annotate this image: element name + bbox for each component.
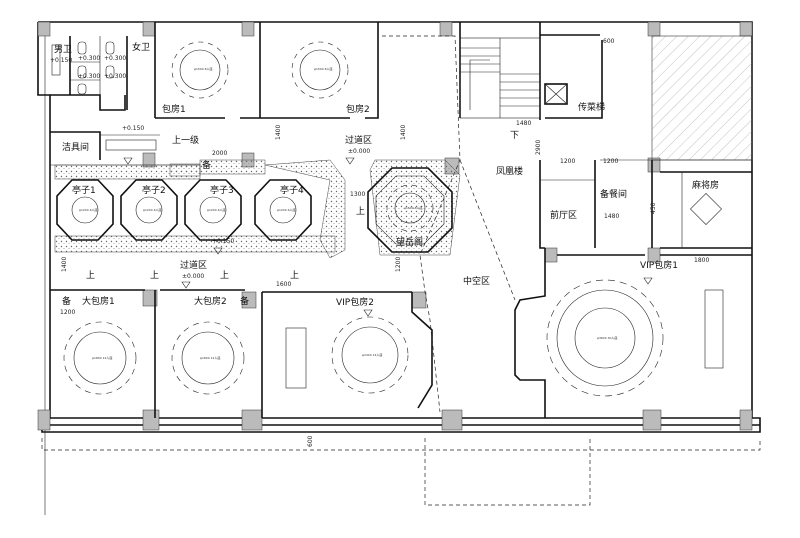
label-down: 下 — [510, 131, 519, 141]
label-private-room-1: 包房1 — [162, 103, 186, 115]
dim-1200-right: 1200 — [395, 257, 402, 272]
pavilions — [56, 167, 453, 253]
dimension-labels: 600 1400 1400 1480 2900 2000 1300 1200 1… — [60, 38, 709, 447]
label-large-room-2: 大包房2 — [194, 295, 227, 307]
label-dumbwaiter: 传菜梯 — [578, 101, 605, 113]
dim-1200-b: 1200 — [603, 158, 618, 165]
dim-1300: 1300 — [350, 191, 365, 198]
dim-1480-top: 1480 — [516, 120, 531, 127]
dim-1400-left: 1400 — [61, 257, 68, 272]
room-labels: 男卫 女卫 包房1 包房2 上一级 过道区 传菜梯 下 洁具间 备 亭子1 亭子… — [54, 41, 719, 308]
label-womens-wc: 女卫 — [132, 41, 150, 53]
note-table-pr1: φ1500 8人座 — [194, 66, 212, 71]
label-up-1: 上 — [86, 270, 95, 281]
table-notes: φ1500 8人座 φ1500 8人座 φ1200 6人座 φ1200 6人座 … — [79, 66, 617, 360]
label-passage-top: 过道区 — [345, 134, 372, 146]
label-pavilion-3: 亭子3 — [210, 184, 234, 196]
dim-2900: 2900 — [535, 140, 542, 155]
label-phoenix-tower: 凤凰楼 — [496, 165, 523, 177]
tables — [63, 41, 724, 397]
note-table-p2: φ1200 6人座 — [143, 207, 161, 212]
level-upper: +0.150 — [122, 125, 144, 132]
note-table-pr2: φ1500 8人座 — [314, 66, 332, 71]
label-wangyue-pavilion: 望岳阁 — [396, 236, 423, 248]
dim-600-bottom: 600 — [307, 435, 314, 447]
level-passage-top: ±0.000 — [348, 148, 370, 155]
interior-walls — [50, 22, 753, 418]
label-pavilion-4: 亭子4 — [280, 184, 304, 196]
label-large-room-1: 大包房1 — [82, 295, 115, 307]
note-table-vip2: φ2400 14人座 — [362, 352, 382, 357]
label-private-room-2: 包房2 — [346, 103, 370, 115]
dim-1400-a: 1400 — [275, 125, 282, 140]
wc-fixtures — [51, 41, 157, 151]
planting-beds — [54, 159, 461, 259]
label-up-2: 上 — [150, 270, 159, 281]
dim-1400-b: 1400 — [400, 125, 407, 140]
label-mahjong-room: 麻将房 — [692, 179, 719, 191]
label-spare-mid-2: 备 — [240, 295, 249, 307]
label-front-hall: 前厅区 — [550, 209, 577, 221]
main-stair — [459, 37, 541, 119]
note-table-p4: φ1200 6人座 — [277, 207, 295, 212]
dim-2000: 2000 — [212, 150, 227, 157]
label-pavilion-1: 亭子1 — [72, 184, 96, 196]
label-spare-top: 备 — [202, 159, 211, 171]
label-up-3: 上 — [220, 270, 229, 281]
dim-1800: 1800 — [694, 257, 709, 264]
label-pavilion-2: 亭子2 — [142, 184, 166, 196]
level-marks: +0.150 +0.300 +0.300 +0.300 +0.300 +0.15… — [50, 55, 653, 317]
note-table-lr2: φ1800 12人座 — [200, 355, 220, 360]
note-table-wy: φ1500 8人座 — [404, 205, 422, 210]
note-table-p1: φ1200 6人座 — [79, 207, 97, 212]
dim-1200-left: 1200 — [60, 309, 75, 316]
level-wc: +0.150 — [50, 57, 72, 64]
level-wc-stall-1: +0.300 — [78, 55, 100, 62]
level-wc-stall-2: +0.300 — [104, 55, 126, 62]
label-passage-mid: 过道区 — [180, 259, 207, 271]
dim-1480-mid: 1480 — [604, 213, 619, 220]
label-vip-room-1: VIP包房1 — [640, 259, 678, 271]
dim-1600: 1600 — [276, 281, 291, 288]
label-up-4: 上 — [290, 270, 299, 281]
label-vip-room-2: VIP包房2 — [336, 296, 374, 308]
dumbwaiter — [544, 83, 568, 105]
dim-1200-a: 1200 — [560, 158, 575, 165]
label-spare-dining: 备餐间 — [600, 188, 627, 200]
level-wc-stall-4: +0.300 — [104, 73, 126, 80]
label-mens-wc: 男卫 — [54, 44, 72, 55]
dim-600-top: 600 — [603, 38, 615, 45]
level-passage-mid: ±0.000 — [182, 273, 204, 280]
note-table-lr1: φ1800 12人座 — [92, 355, 112, 360]
label-up-pavilion: 上 — [356, 206, 365, 217]
label-spare-mid-1: 备 — [62, 295, 71, 307]
dim-450: 450 — [650, 202, 657, 214]
note-table-vip1: φ3600 30人座 — [597, 335, 617, 340]
outer-walls — [37, 21, 761, 515]
label-up-one-level: 上一级 — [172, 134, 199, 146]
level-pavilion-floor: +0.150 — [212, 238, 234, 245]
label-atrium: 中空区 — [463, 275, 490, 287]
label-cleaning-room: 洁具间 — [62, 141, 89, 153]
level-wc-stall-3: +0.300 — [78, 73, 100, 80]
note-table-p3: φ1200 6人座 — [207, 207, 225, 212]
